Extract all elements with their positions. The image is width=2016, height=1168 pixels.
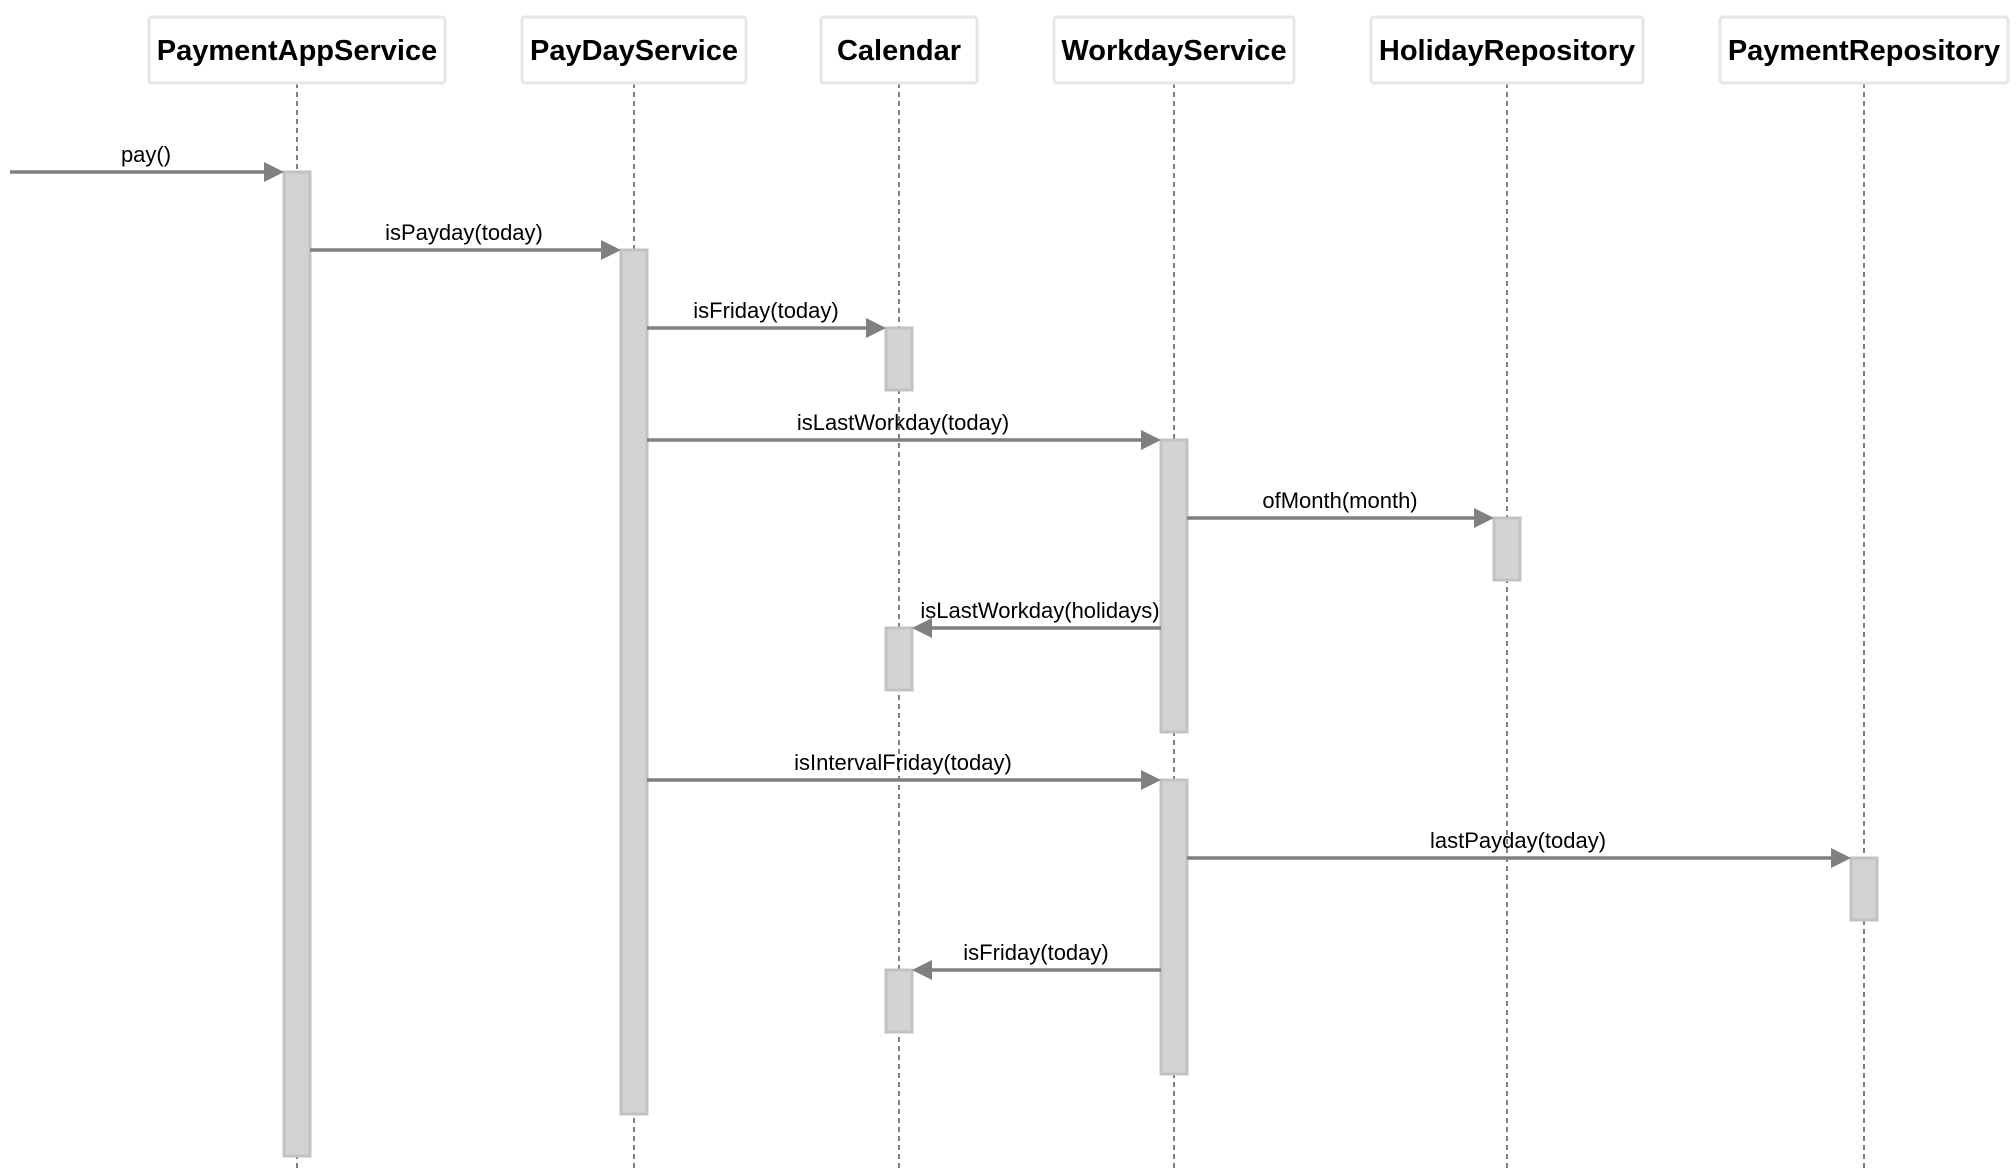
activation-bar-workday-service <box>1159 778 1189 1076</box>
messages: pay() isPayday(today) isFriday(today) isLas… <box>10 142 1851 980</box>
participant-label: WorkdayService <box>1061 35 1286 67</box>
participant-label: HolidayRepository <box>1379 35 1635 67</box>
participant-payment-repository: PaymentRepository <box>1718 15 2010 85</box>
participant-box <box>1718 15 2010 85</box>
participant-label: PayDayService <box>530 35 738 67</box>
message-7: isIntervalFriday(today) <box>647 750 1161 790</box>
participant-box <box>147 15 447 85</box>
arrowhead-icon <box>866 318 886 338</box>
message-label: pay() <box>121 142 171 167</box>
message-label: ofMonth(month) <box>1262 488 1417 513</box>
participant-calendar: Calendar <box>819 15 979 85</box>
participant-box <box>1052 15 1296 85</box>
activation-bar-payment-repository <box>1849 856 1879 922</box>
arrowhead-icon <box>912 960 932 980</box>
activation-bar-pay-day-service <box>619 248 649 1116</box>
message-label: isPayday(today) <box>385 220 543 245</box>
message-2: isPayday(today) <box>310 220 621 260</box>
message-3: isFriday(today) <box>647 298 886 338</box>
participant-label: PaymentRepository <box>1728 35 2000 67</box>
message-1: pay() <box>10 142 284 182</box>
lifelines <box>296 83 1865 1168</box>
message-8: lastPayday(today) <box>1187 828 1851 868</box>
activation-bar-calendar <box>884 968 914 1034</box>
message-5: ofMonth(month) <box>1187 488 1494 528</box>
participant-pay-day-service: PayDayService <box>520 15 748 85</box>
message-label: isFriday(today) <box>963 940 1108 965</box>
arrowhead-icon <box>1141 770 1161 790</box>
participant-box <box>520 15 748 85</box>
participants: PaymentAppService PayDayService Calendar Wo… <box>147 15 2010 85</box>
activation-bar-payment-app-service <box>282 170 312 1158</box>
message-label: isFriday(today) <box>693 298 838 323</box>
activation-bar-workday-service <box>1159 438 1189 734</box>
participant-holiday-repository: HolidayRepository <box>1369 15 1645 85</box>
message-label: lastPayday(today) <box>1430 828 1606 853</box>
arrowhead-icon <box>1831 848 1851 868</box>
message-9: isFriday(today) <box>912 940 1161 980</box>
activation-bar-calendar <box>884 626 914 692</box>
message-label: isLastWorkday(holidays) <box>920 598 1159 623</box>
participant-label: PaymentAppService <box>157 35 437 67</box>
activation-bar-holiday-repository <box>1492 516 1522 582</box>
arrowhead-icon <box>1474 508 1494 528</box>
message-6: isLastWorkday(holidays) <box>912 598 1161 638</box>
arrowhead-icon <box>912 618 932 638</box>
activation-bar-calendar <box>884 326 914 392</box>
participant-workday-service: WorkdayService <box>1052 15 1296 85</box>
participant-box <box>819 15 979 85</box>
message-label: isLastWorkday(today) <box>797 410 1009 435</box>
activation-bars <box>282 170 1879 1158</box>
arrowhead-icon <box>601 240 621 260</box>
message-4: isLastWorkday(today) <box>647 410 1161 450</box>
participant-box <box>1369 15 1645 85</box>
participant-label: Calendar <box>837 35 961 67</box>
participant-payment-app-service: PaymentAppService <box>147 15 447 85</box>
arrowhead-icon <box>1141 430 1161 450</box>
arrowhead-icon <box>264 162 284 182</box>
message-label: isIntervalFriday(today) <box>794 750 1012 775</box>
